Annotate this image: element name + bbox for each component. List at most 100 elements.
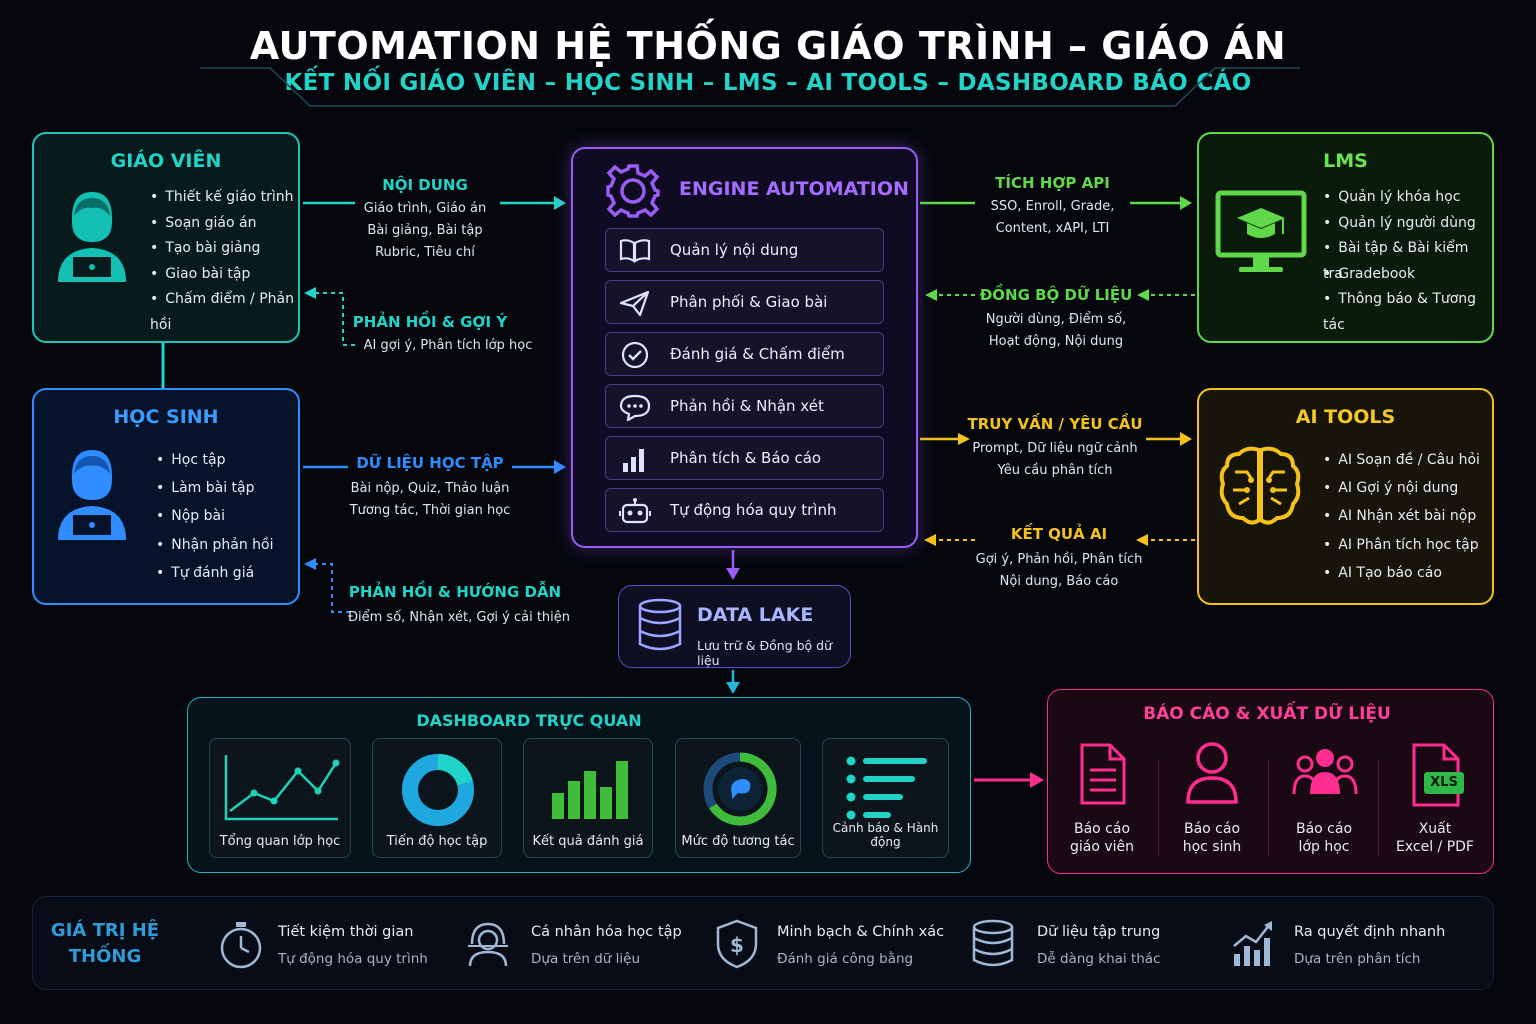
student-item: Nộp bài: [156, 502, 274, 530]
report-teacher[interactable]: Báo cáo giáo viên: [1052, 820, 1152, 856]
student-panel: HỌC SINH Học tập Làm bài tập Nộp bài Nhậ…: [32, 388, 300, 605]
teacher-item: Giao bài tập: [150, 262, 298, 288]
tile-class-overview[interactable]: Tổng quan lớp học: [209, 738, 351, 858]
student-feedback-label: PHẢN HỒI & HƯỚNG DẪN: [348, 583, 562, 601]
api-flow-details: SSO, Enroll, Grade, Content, xAPI, LTI: [970, 196, 1135, 240]
brain-icon: [1219, 446, 1301, 525]
tile-assessment-results[interactable]: Kết quả đánh giá: [523, 738, 653, 858]
data-lake-subtitle: Lưu trữ & Đồng bộ dữ liệu: [697, 638, 833, 668]
excel-file-icon: [1412, 743, 1464, 807]
teacher-item: Thiết kế giáo trình: [150, 185, 298, 211]
stopwatch-icon: [220, 922, 262, 969]
flow-line: Rubric, Tiêu chí: [375, 245, 475, 260]
flow-line: Hoạt động, Nội dung: [988, 334, 1124, 349]
value-sub: Tự động hóa quy trình: [278, 951, 428, 967]
database-icon: [972, 919, 1014, 967]
content-flow-details: Giáo trình, Giáo án Bài giảng, Bài tập R…: [340, 198, 510, 264]
gauge-chart-icon: [703, 752, 777, 826]
ai-tools-list: AI Soạn đề / Câu hỏi AI Gợi ý nội dung A…: [1323, 446, 1480, 587]
report-label: Báo cáo: [1295, 821, 1353, 837]
reports-title: BÁO CÁO & XUẤT DỮ LIỆU: [1143, 704, 1391, 724]
tile-label: Tiến độ học tập: [386, 834, 488, 849]
report-class[interactable]: Báo cáo lớp học: [1274, 820, 1374, 856]
xls-label: XLS: [1430, 775, 1458, 790]
values-heading-line: THỐNG: [68, 946, 142, 967]
ai-tools-item: AI Tạo báo cáo: [1323, 559, 1480, 587]
query-flow-details: Prompt, Dữ liệu ngữ cảnh Yêu cầu phân tí…: [965, 438, 1145, 482]
sync-flow-label: ĐỒNG BỘ DỮ LIỆU: [979, 286, 1133, 304]
student-feedback-details: Điểm số, Nhận xét, Gợi ý cải thiện: [345, 607, 573, 629]
flow-line: Gợi ý, Phản hồi, Phân tích: [975, 552, 1143, 567]
export-excel-pdf[interactable]: Xuất Excel / PDF: [1385, 820, 1485, 856]
value-title: Minh bạch & Chính xác: [777, 924, 945, 940]
divider: [1268, 760, 1269, 856]
report-label: học sinh: [1182, 839, 1242, 855]
lms-item: Thông báo & Tương tác: [1323, 287, 1492, 333]
report-label: Excel / PDF: [1396, 839, 1474, 855]
content-flow-label: NỘI DUNG: [382, 176, 468, 194]
value-title: Ra quyết định nhanh: [1294, 924, 1446, 940]
value-sub: Dựa trên phân tích: [1294, 951, 1421, 967]
teacher-item: Chấm điểm / Phản hồi: [150, 287, 298, 333]
report-label: Báo cáo: [1183, 821, 1241, 837]
flow-line: Content, xAPI, LTI: [995, 221, 1110, 236]
lms-list: Quản lý khóa học Quản lý người dùng Bài …: [1323, 185, 1492, 333]
robot-icon: [619, 498, 651, 524]
check-circle-icon: [621, 341, 649, 369]
learning-data-details: Bài nộp, Quiz, Thảo luận Tương tác, Thời…: [340, 478, 520, 522]
module-label: Phân phối & Giao bài: [670, 293, 828, 311]
data-lake-title: DATA LAKE: [697, 604, 814, 626]
shield-dollar-icon: $: [716, 919, 758, 969]
tile-engagement[interactable]: Mức độ tương tác: [675, 738, 801, 858]
values-heading: GIÁ TRỊ HỆ THỐNG: [46, 918, 164, 970]
teacher-item: Soạn giáo án: [150, 211, 298, 237]
values-bar: [32, 896, 1494, 990]
student-item: Nhận phản hồi: [156, 531, 273, 559]
learning-data-label: DỮ LIỆU HỌC TẬP: [356, 454, 504, 472]
ai-result-details: Gợi ý, Phản hồi, Phân tích Nội dung, Báo…: [965, 549, 1153, 593]
ai-tools-item: AI Soạn đề / Câu hỏi: [1323, 446, 1480, 474]
module-label: Đánh giá & Chấm điểm: [670, 345, 845, 363]
module-distribution[interactable]: Phân phối & Giao bài: [605, 280, 884, 324]
student-title: HỌC SINH: [113, 406, 219, 428]
flow-line: Giáo trình, Giáo án: [363, 201, 487, 216]
ai-tools-item: AI Phân tích học tập: [1323, 531, 1480, 559]
lms-item: Gradebook: [1323, 262, 1492, 288]
data-lake-panel: DATA LAKE Lưu trữ & Đồng bộ dữ liệu: [618, 585, 851, 668]
list-icon: [846, 756, 927, 820]
ai-tools-title: AI TOOLS: [1295, 406, 1396, 428]
module-label: Phân tích & Báo cáo: [670, 449, 822, 467]
module-assessment[interactable]: Đánh giá & Chấm điểm: [605, 332, 884, 376]
module-automation[interactable]: Tự động hóa quy trình: [605, 488, 884, 532]
tile-label: Mức độ tương tác: [681, 834, 795, 849]
report-label: Báo cáo: [1073, 821, 1131, 837]
module-content[interactable]: Quản lý nội dung: [605, 228, 884, 272]
personalized-user-icon: [468, 922, 508, 967]
flow-line: AI gợi ý, Phân tích lớp học: [363, 338, 533, 353]
report-label: Xuất: [1418, 821, 1452, 837]
page-subtitle: KẾT NỐI GIÁO VIÊN – HỌC SINH – LMS – AI …: [284, 70, 1252, 96]
student-item: Tự đánh giá: [156, 559, 274, 587]
flow-line: Yêu cầu phân tích: [997, 463, 1113, 478]
module-label: Quản lý nội dung: [670, 241, 799, 259]
flow-line: Bài nộp, Quiz, Thảo luận: [350, 481, 510, 496]
lms-item: Quản lý người dùng: [1323, 211, 1492, 237]
student-item: Học tập: [156, 446, 274, 474]
monitor-graduation-icon: [1215, 190, 1307, 272]
tile-label: Kết quả đánh giá: [532, 834, 644, 849]
student-list: Học tập Làm bài tập Nộp bài Nhận phản hồ…: [156, 446, 274, 587]
tile-learning-progress[interactable]: Tiến độ học tập: [372, 738, 502, 858]
flow-line: Nội dung, Báo cáo: [999, 574, 1119, 589]
module-feedback[interactable]: Phản hồi & Nhận xét: [605, 384, 884, 428]
report-student[interactable]: Báo cáo học sinh: [1162, 820, 1262, 856]
ai-tools-item: AI Gợi ý nội dung: [1323, 474, 1480, 502]
report-label: lớp học: [1298, 839, 1350, 855]
growth-chart-icon: [1233, 921, 1272, 966]
module-analytics[interactable]: Phân tích & Báo cáo: [605, 436, 884, 480]
teacher-icon: [58, 192, 126, 282]
query-flow-label: TRUY VẤN / YÊU CẦU: [967, 415, 1143, 433]
teacher-feedback-details: AI gợi ý, Phân tích lớp học: [355, 335, 541, 357]
tile-alerts-actions[interactable]: Cảnh báo & Hành động: [822, 738, 949, 858]
teacher-list: Thiết kế giáo trình Soạn giáo án Tạo bài…: [150, 185, 298, 333]
